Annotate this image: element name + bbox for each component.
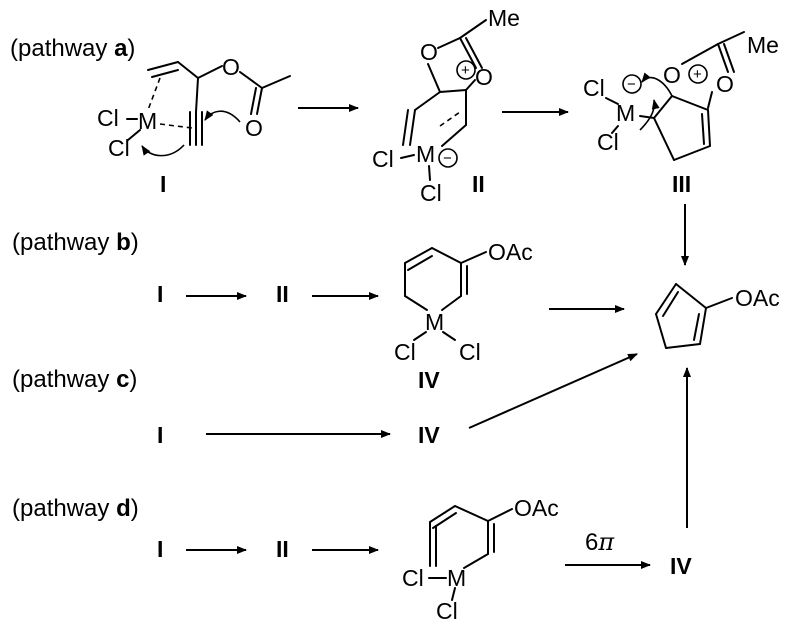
- atom-m: M: [416, 141, 435, 167]
- atom-o: O: [475, 64, 493, 90]
- compound-IV-label: IV: [418, 422, 440, 448]
- compound-III-label: III: [672, 171, 691, 197]
- substituent-oac: OAc: [735, 285, 780, 311]
- atom-me: Me: [488, 5, 520, 31]
- atom-m: M: [425, 309, 444, 335]
- pathway-b-label: (pathway b): [12, 229, 139, 256]
- pathway-a-label: (pathway a): [10, 35, 135, 62]
- atom-cl: Cl: [97, 105, 119, 131]
- atom-cl: Cl: [459, 339, 481, 365]
- substituent-oac: OAc: [514, 495, 559, 521]
- product-cyclopentadiene-structure: OAc: [655, 283, 780, 349]
- pathway-c-label: (pathway c): [12, 366, 137, 393]
- atom-m: M: [447, 565, 466, 591]
- atom-o: O: [222, 54, 240, 80]
- atom-m: M: [616, 100, 635, 126]
- compound-I-label: I: [157, 281, 163, 307]
- compound-IV-structure: OAc M Cl Cl: [394, 239, 533, 365]
- compound-II-label: II: [472, 171, 485, 197]
- charge-plus: +: [693, 66, 702, 83]
- compound-I-label: I: [157, 422, 163, 448]
- atom-m: M: [138, 108, 157, 134]
- atom-cl: Cl: [394, 339, 416, 365]
- compound-open-chain-metallacycle-structure: OAc M Cl Cl: [402, 495, 559, 624]
- compound-II-label: II: [276, 536, 289, 562]
- compound-I-label: I: [160, 171, 166, 197]
- compound-I-structure: Cl Cl M O O: [97, 54, 291, 161]
- charge-plus: +: [461, 62, 470, 79]
- atom-cl: Cl: [108, 135, 130, 161]
- atom-cl: Cl: [420, 180, 442, 206]
- charge-minus: −: [443, 150, 452, 167]
- atom-cl: Cl: [402, 565, 424, 591]
- atom-o: O: [663, 62, 681, 88]
- compound-II-structure: O O Me + M − Cl Cl: [372, 5, 520, 206]
- compound-III-structure: Cl − M Cl O O Me +: [583, 31, 779, 161]
- atom-cl: Cl: [436, 598, 458, 624]
- atom-o: O: [245, 115, 263, 141]
- compound-II-label: II: [276, 281, 289, 307]
- atom-me: Me: [747, 32, 779, 58]
- atom-cl: Cl: [372, 146, 394, 172]
- pathway-d-label: (pathway d): [12, 495, 139, 522]
- atom-o: O: [716, 71, 734, 97]
- substituent-oac: OAc: [488, 239, 533, 265]
- compound-IV-label: IV: [418, 367, 440, 393]
- atom-cl: Cl: [583, 75, 605, 101]
- compound-IV-label: IV: [670, 553, 692, 579]
- charge-minus: −: [627, 76, 636, 93]
- reaction-arrow: [468, 353, 638, 429]
- compound-I-label: I: [157, 536, 163, 562]
- atom-o: O: [420, 39, 438, 65]
- six-pi-label: 6π: [585, 528, 615, 556]
- atom-cl: Cl: [597, 129, 619, 155]
